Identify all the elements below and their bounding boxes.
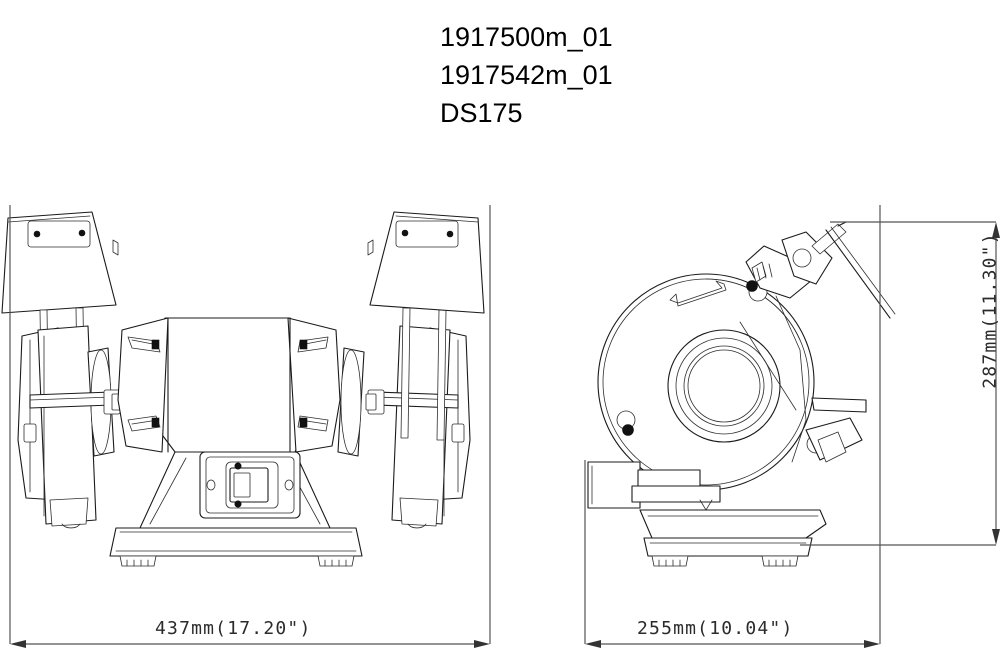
side-rubber-foot-right <box>761 555 799 567</box>
guard-side-extension <box>739 295 807 463</box>
switch-screw-bottom <box>234 500 242 508</box>
right-grinding-wheel-flange <box>337 347 365 457</box>
left-eye-shield <box>1 211 119 314</box>
title-line-model: DS175 <box>440 98 523 128</box>
right-eye-shield <box>367 211 485 314</box>
dimension-label-overall-height: 287mm(11.30") <box>979 232 1000 389</box>
title-block: 1917500m_01 1917542m_01 DS175 <box>440 18 860 132</box>
dimension-label-side-depth: 255mm(10.04") <box>637 618 794 639</box>
side-elevation-view <box>587 221 896 567</box>
motor-vent-slots-right <box>297 336 329 432</box>
right-shield-support-posts <box>400 307 447 441</box>
side-base <box>639 499 827 567</box>
rubber-foot-right <box>317 555 355 567</box>
base-pedestal <box>109 527 363 567</box>
rubber-foot-left <box>119 555 157 567</box>
dimension-overall-height <box>800 221 1000 546</box>
switch-plate[interactable] <box>199 451 301 519</box>
switch-screw-top <box>234 462 242 470</box>
side-rubber-foot-left <box>651 555 689 567</box>
title-line-part-number-1: 1917500m_01 <box>440 22 613 52</box>
tool-rest-side <box>805 397 867 463</box>
dimension-front-width <box>9 205 491 648</box>
front-elevation-view <box>1 211 485 567</box>
eye-shield-bracket <box>745 223 847 299</box>
dimension-side-depth <box>584 205 881 648</box>
left-wheel-guard <box>17 325 97 529</box>
motor-end-cap <box>587 461 721 509</box>
wheel-hub <box>667 329 781 443</box>
motor-vent-slots-left <box>127 336 161 432</box>
eye-shield-arm <box>825 221 896 319</box>
dimension-label-front-width: 437mm(17.20") <box>155 618 312 639</box>
rotation-direction-arrow <box>669 280 727 307</box>
title-line-part-number-2: 1917542m_01 <box>440 60 613 90</box>
